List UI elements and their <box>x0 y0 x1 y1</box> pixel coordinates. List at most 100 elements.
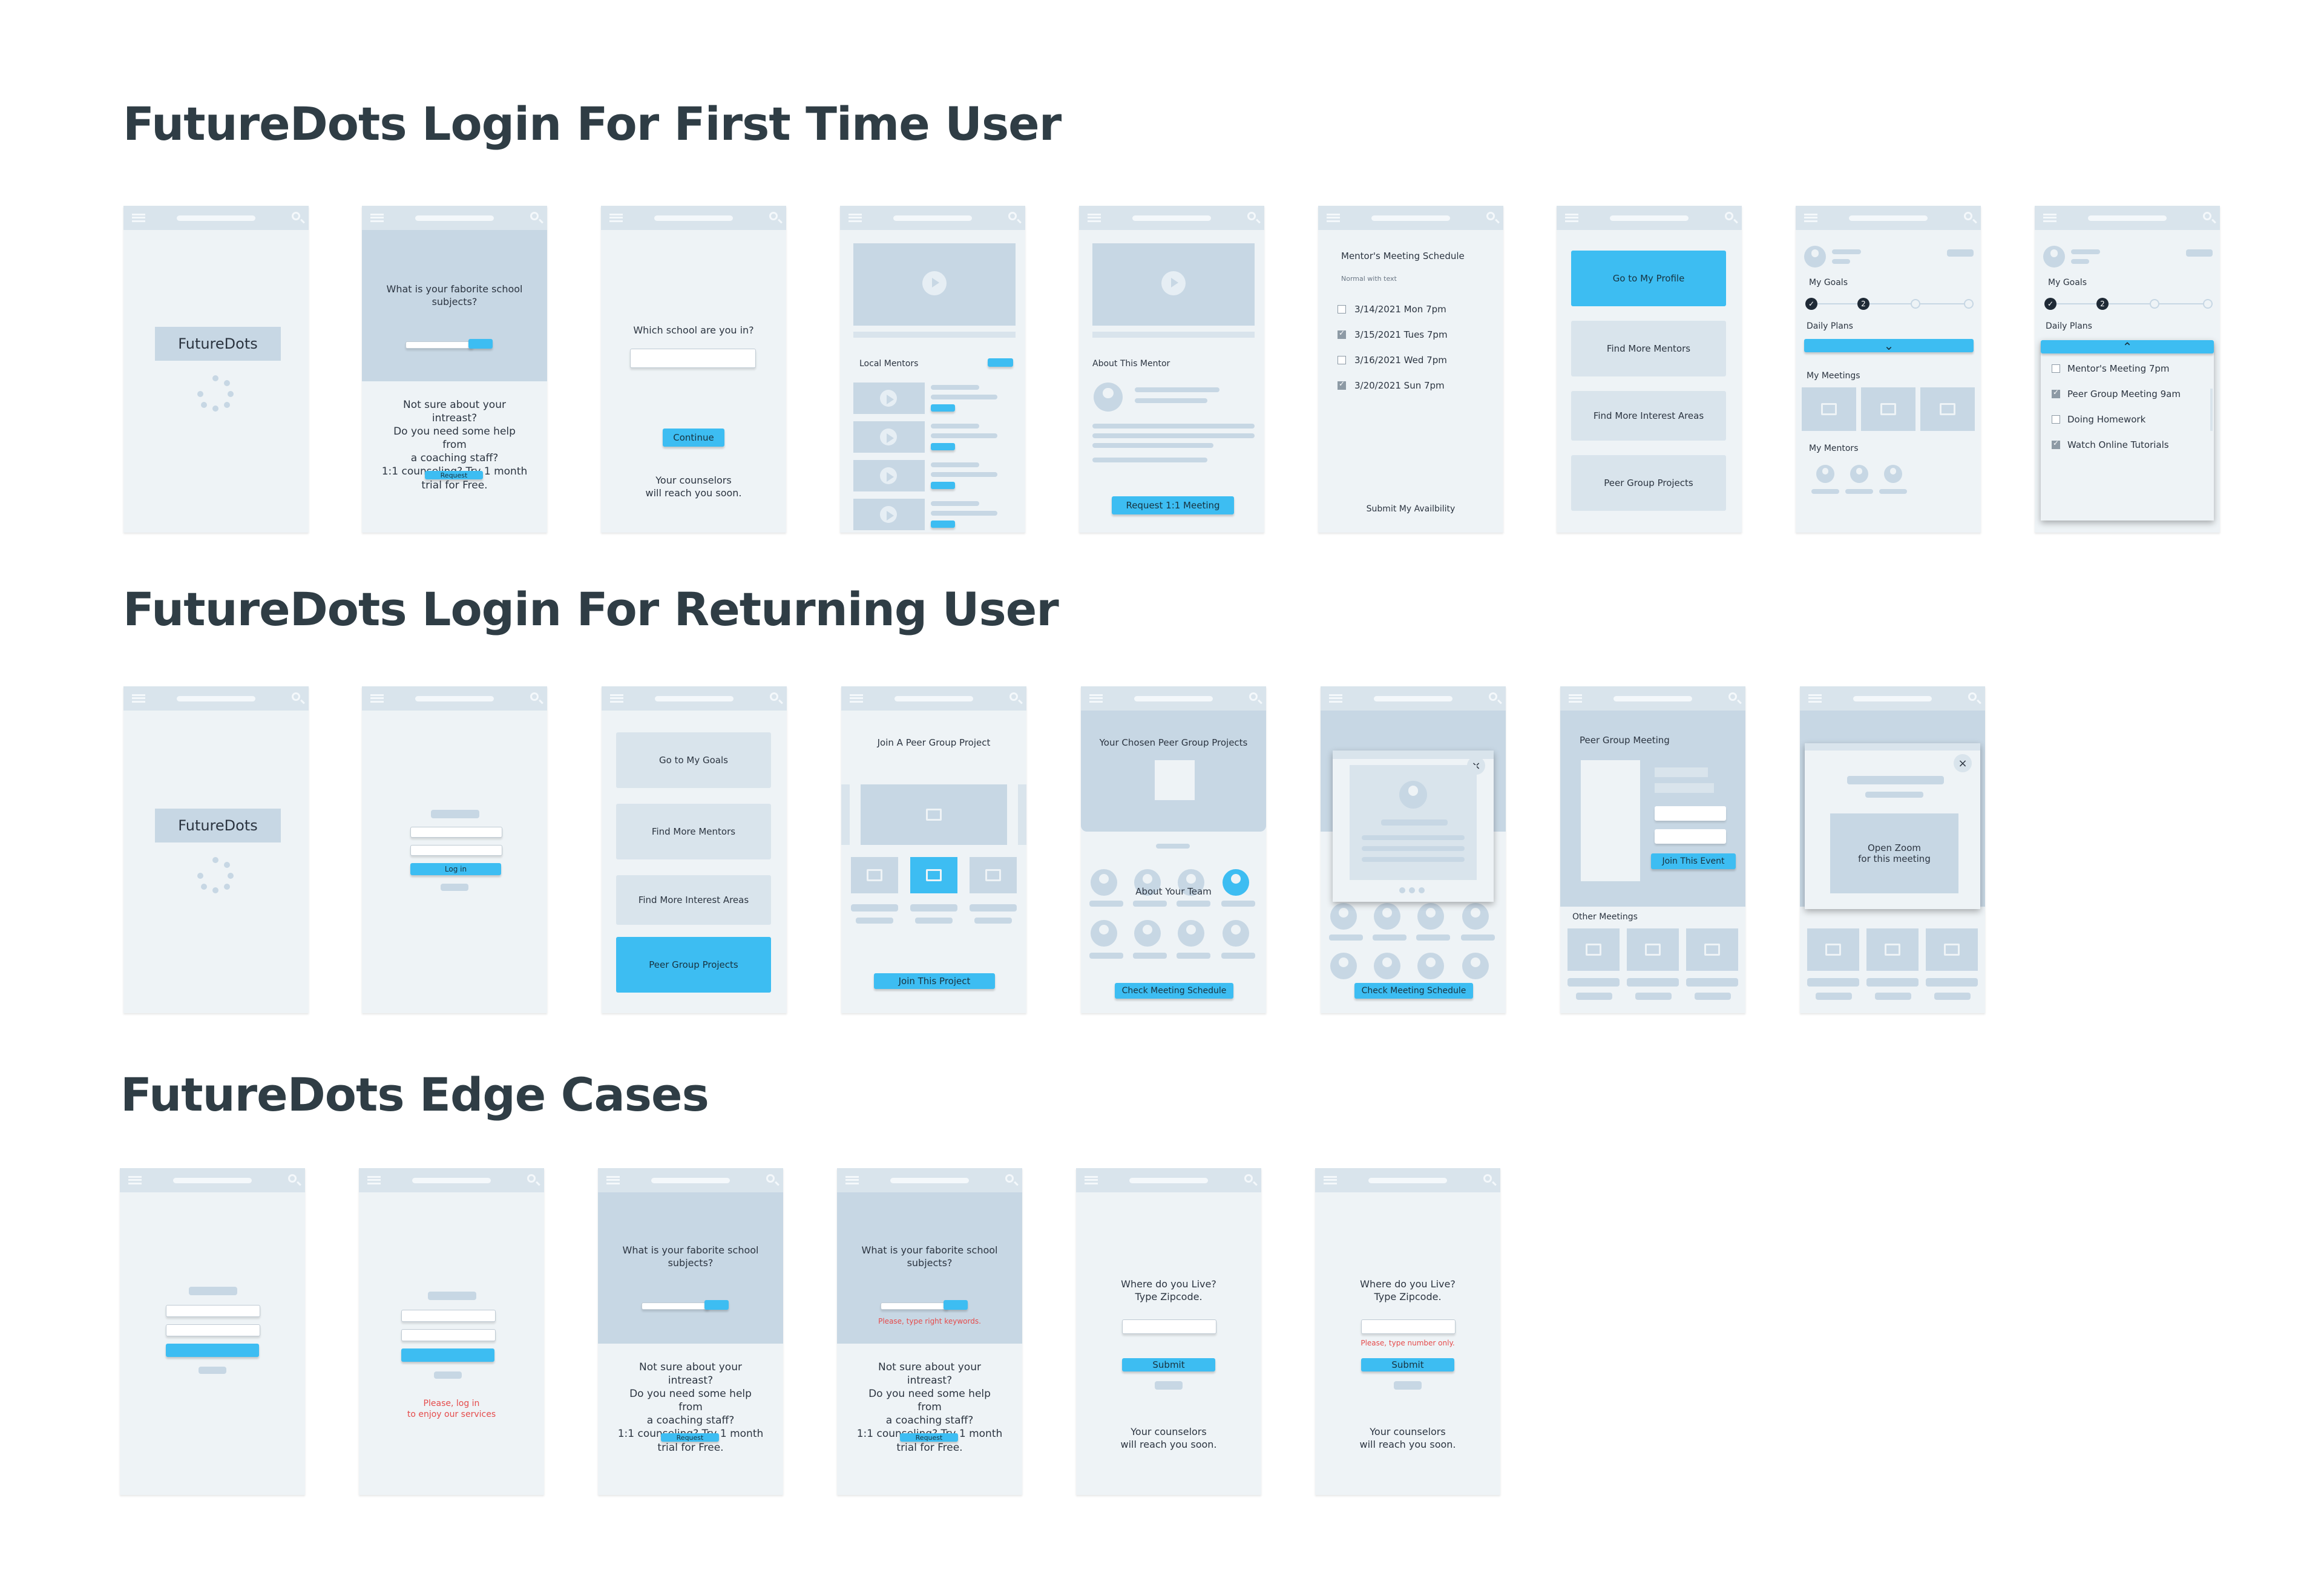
menu-icon[interactable] <box>609 214 623 222</box>
forgot-link[interactable] <box>199 1367 226 1374</box>
login-button[interactable] <box>166 1344 259 1357</box>
team-avatar[interactable] <box>1330 953 1357 979</box>
search-icon[interactable] <box>1728 692 1737 701</box>
search-icon[interactable] <box>766 1174 775 1183</box>
play-icon[interactable] <box>880 429 897 445</box>
meeting-image[interactable] <box>1920 387 1975 431</box>
mentor-action-button[interactable] <box>931 521 955 528</box>
check-schedule-button[interactable]: Check Meeting Schedule <box>1115 983 1233 999</box>
forgot-link[interactable] <box>434 1371 462 1379</box>
menu-icon[interactable] <box>370 694 384 703</box>
plan-checkbox[interactable] <box>2052 415 2060 424</box>
search-icon[interactable] <box>288 1174 297 1183</box>
project-thumb[interactable] <box>851 857 898 893</box>
username-input[interactable] <box>401 1310 496 1322</box>
search-icon[interactable] <box>1968 692 1977 701</box>
menu-icon[interactable] <box>132 214 145 222</box>
search-icon[interactable] <box>769 212 778 220</box>
join-project-button[interactable]: Join This Project <box>874 973 995 989</box>
find-interest-button[interactable]: Find More Interest Areas <box>616 875 771 925</box>
menu-icon[interactable] <box>1808 694 1822 703</box>
play-icon[interactable] <box>1161 271 1186 295</box>
search-icon[interactable] <box>530 212 539 220</box>
meeting-image[interactable] <box>1861 387 1915 431</box>
plan-checkbox[interactable] <box>2052 439 2060 449</box>
meeting-poster[interactable] <box>1581 760 1640 881</box>
team-avatar[interactable] <box>1462 953 1489 979</box>
mentor-avatar[interactable] <box>1816 465 1834 483</box>
date-checkbox[interactable] <box>1338 329 1346 339</box>
expand-plans-icon[interactable]: ⌄ <box>1804 338 1974 353</box>
search-icon[interactable] <box>530 692 539 701</box>
go-to-goals-button[interactable]: Go to My Goals <box>616 732 771 788</box>
menu-icon[interactable] <box>610 694 623 703</box>
mentor-action-button[interactable] <box>931 443 955 450</box>
subject-search-button[interactable] <box>944 1300 968 1310</box>
search-icon[interactable] <box>1249 692 1258 701</box>
request-button[interactable]: Request <box>425 471 483 479</box>
meeting-image[interactable] <box>1686 928 1738 971</box>
play-icon[interactable] <box>922 271 947 295</box>
next-card[interactable] <box>1018 784 1026 845</box>
menu-icon[interactable] <box>1324 1176 1337 1184</box>
search-icon[interactable] <box>1244 1174 1253 1183</box>
play-icon[interactable] <box>880 390 897 407</box>
subject-search-button[interactable] <box>704 1300 729 1310</box>
team-avatar-selected[interactable] <box>1223 869 1249 896</box>
see-all-button[interactable] <box>988 358 1013 367</box>
mentor-avatar[interactable] <box>1850 465 1868 483</box>
team-avatar[interactable] <box>1178 869 1204 896</box>
login-button[interactable]: Log in <box>410 863 501 875</box>
menu-icon[interactable] <box>850 694 863 703</box>
plan-checkbox[interactable] <box>2052 388 2060 398</box>
menu-icon[interactable] <box>128 1176 142 1184</box>
video-progress[interactable] <box>853 332 1016 338</box>
search-icon[interactable] <box>1964 212 1972 220</box>
team-avatar[interactable] <box>1417 953 1444 979</box>
zipcode-input[interactable] <box>1361 1319 1456 1334</box>
menu-icon[interactable] <box>367 1176 381 1184</box>
search-icon[interactable] <box>1483 1174 1492 1183</box>
find-mentors-button[interactable]: Find More Mentors <box>616 804 771 859</box>
team-avatar[interactable] <box>1223 920 1249 947</box>
password-input[interactable] <box>166 1324 260 1336</box>
plan-checkbox[interactable] <box>2052 364 2060 373</box>
search-icon[interactable] <box>292 692 300 701</box>
team-avatar[interactable] <box>1178 920 1204 947</box>
submit-availability-link[interactable]: Submit My Availbility <box>1366 504 1456 514</box>
search-icon[interactable] <box>1008 212 1017 220</box>
menu-icon[interactable] <box>1565 214 1578 222</box>
meeting-image[interactable] <box>1866 928 1919 971</box>
team-avatar[interactable] <box>1134 920 1161 947</box>
subject-search-input[interactable] <box>642 1302 709 1310</box>
meeting-image[interactable] <box>1627 928 1679 971</box>
project-carousel-image[interactable] <box>861 784 1007 845</box>
menu-icon[interactable] <box>1088 214 1101 222</box>
submit-button[interactable]: Submit <box>1122 1358 1215 1371</box>
menu-icon[interactable] <box>370 214 384 222</box>
request-meeting-button[interactable]: Request 1:1 Meeting <box>1112 496 1234 514</box>
menu-icon[interactable] <box>606 1176 620 1184</box>
team-avatar[interactable] <box>1374 953 1400 979</box>
menu-icon[interactable] <box>845 1176 859 1184</box>
menu-icon[interactable] <box>132 694 145 703</box>
menu-icon[interactable] <box>1804 214 1817 222</box>
find-interest-button[interactable]: Find More Interest Areas <box>1571 391 1726 441</box>
team-avatar[interactable] <box>1462 903 1489 930</box>
subject-search-input[interactable] <box>405 341 473 349</box>
search-icon[interactable] <box>527 1174 536 1183</box>
menu-icon[interactable] <box>1569 694 1582 703</box>
peer-projects-button[interactable]: Peer Group Projects <box>1571 455 1726 511</box>
skip-link[interactable] <box>1394 1381 1422 1390</box>
mentor-action-button[interactable] <box>931 404 955 412</box>
team-avatar[interactable] <box>1330 903 1357 930</box>
menu-icon[interactable] <box>849 214 862 222</box>
team-avatar[interactable] <box>1091 869 1117 896</box>
team-avatar[interactable] <box>1417 903 1444 930</box>
subject-search-input[interactable] <box>881 1302 948 1310</box>
peer-projects-button[interactable]: Peer Group Projects <box>616 937 771 993</box>
search-icon[interactable] <box>1725 212 1733 220</box>
menu-icon[interactable] <box>1329 694 1342 703</box>
project-thumb-selected[interactable] <box>910 857 957 893</box>
request-button[interactable]: Request <box>900 1433 958 1442</box>
